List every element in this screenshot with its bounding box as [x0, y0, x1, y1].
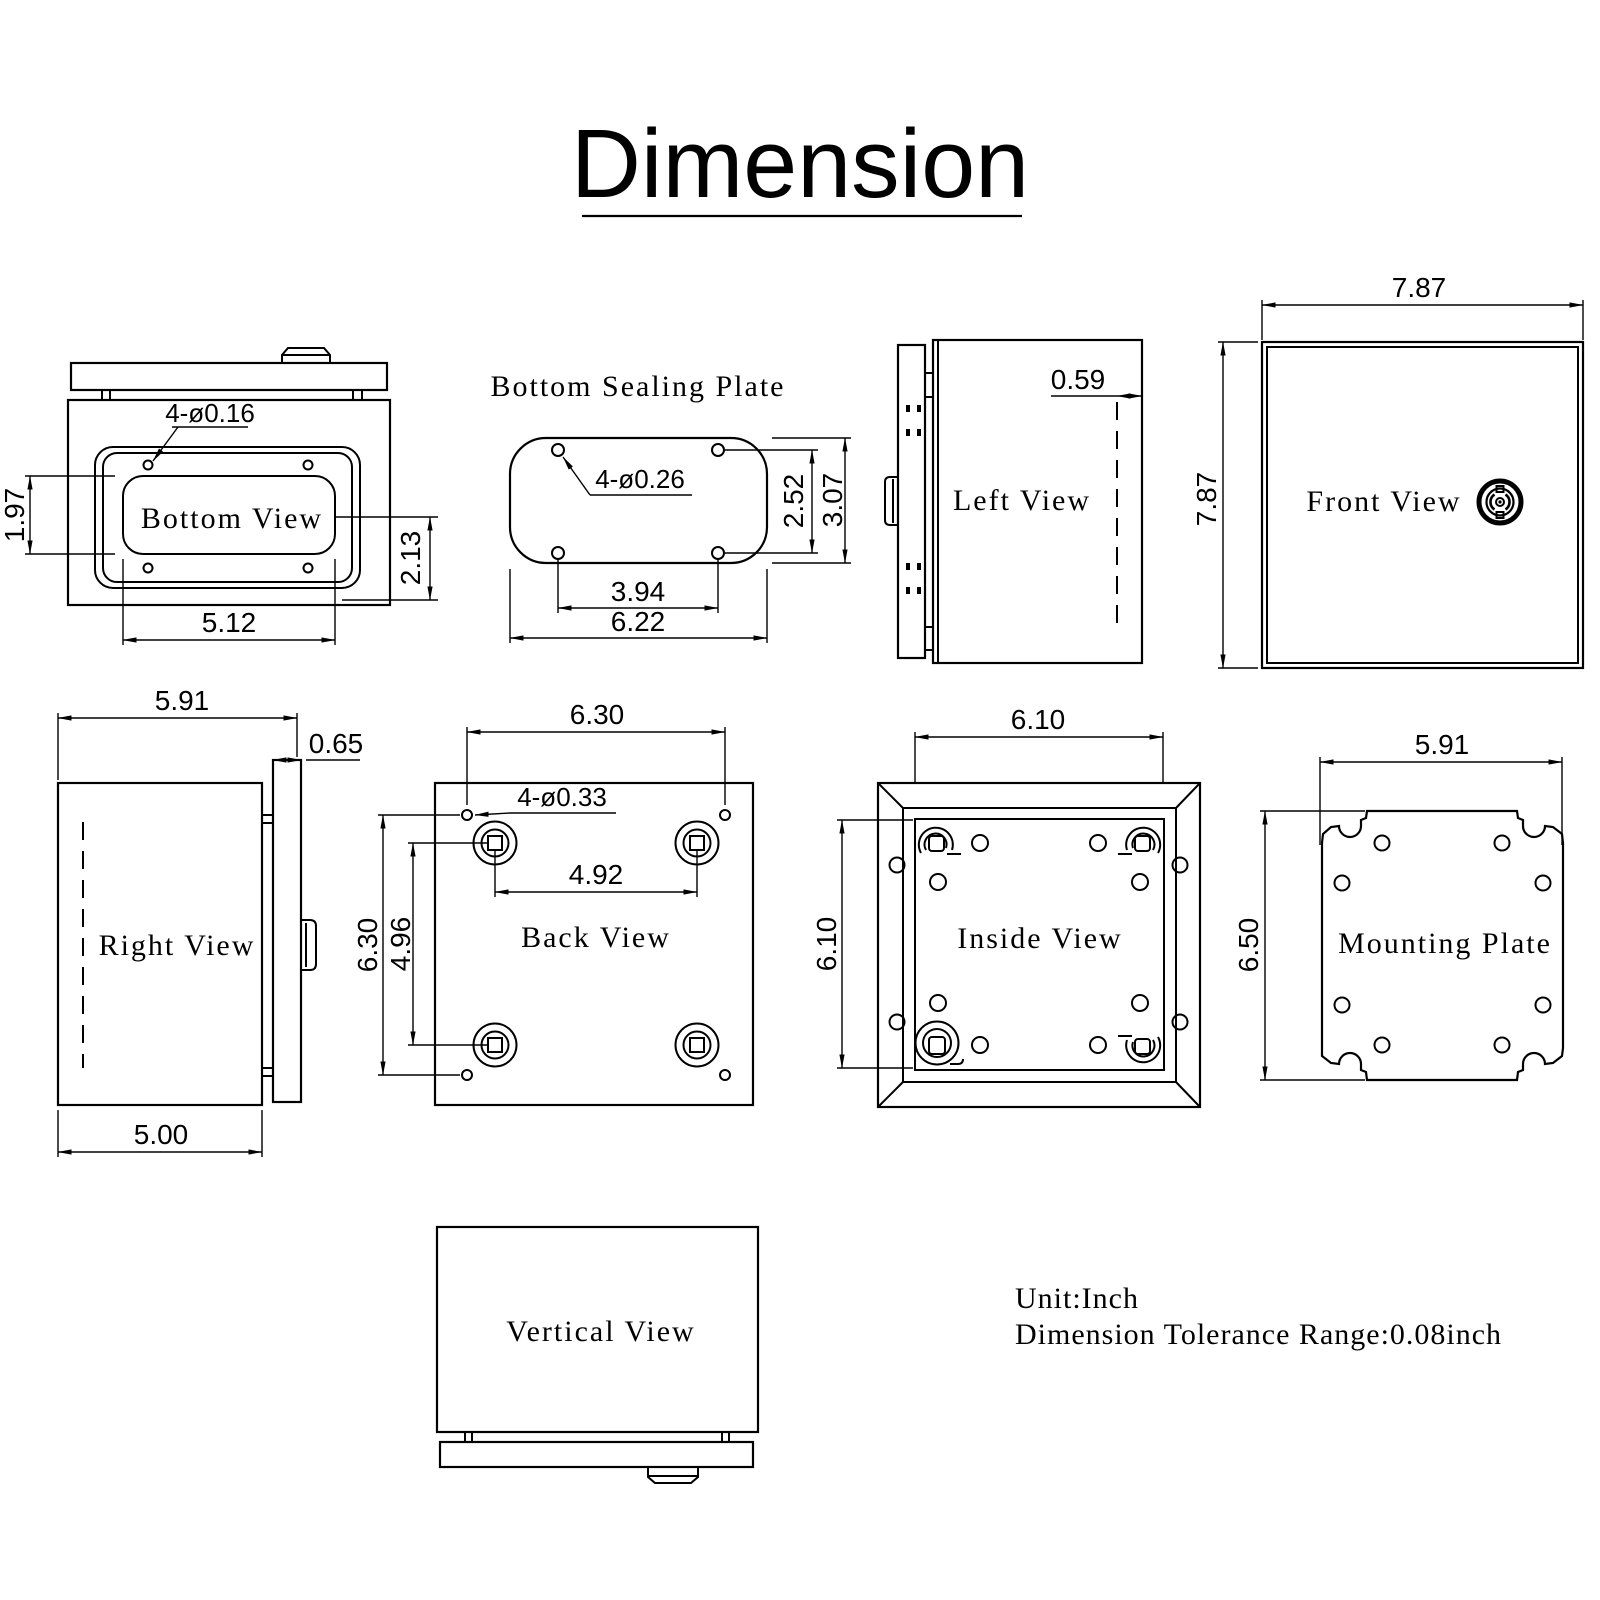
dim-height: 6.10: [811, 917, 842, 972]
drawing-notes: Unit:Inch Dimension Tolerance Range:0.08…: [1015, 1282, 1502, 1351]
plate-hole: [1534, 874, 1552, 892]
inner-hole: [1131, 994, 1149, 1012]
view-label: Vertical View: [506, 1315, 695, 1348]
view-label: Bottom Sealing Plate: [491, 370, 786, 403]
dim-boss-spacing-v: 4.96: [385, 917, 416, 972]
hinge-mark: [906, 405, 910, 412]
frame-hole: [1171, 856, 1189, 874]
dim-lid-depth: 0.59: [1051, 364, 1106, 395]
screw-hole: [142, 459, 154, 471]
bottom-sealing-plate: Bottom Sealing Plate 4-ø0.26 2.52 3.07 3…: [491, 370, 851, 643]
screw-hole: [302, 459, 314, 471]
mount-hole: [461, 809, 473, 821]
dim-door: 0.65: [309, 728, 364, 759]
dim-height-right: 2.13: [395, 531, 426, 586]
dim-hole-spacing-v: 2.52: [778, 474, 809, 529]
lid-bar: [438, 1440, 755, 1469]
dim-width-body: 5.00: [134, 1119, 189, 1150]
view-label: Inside View: [957, 922, 1122, 955]
plate-hole: [1373, 834, 1391, 852]
plate-outline: [1320, 809, 1565, 1082]
hinge-mark: [917, 563, 921, 570]
hinge-mark: [906, 563, 910, 570]
vertical-view: Vertical View: [435, 1225, 760, 1484]
plate-hole: [1373, 1036, 1391, 1054]
hole-callout: 4-ø0.26: [595, 464, 685, 494]
view-label: Right View: [99, 929, 256, 962]
screw-boss: [472, 820, 720, 1068]
right-view: 5.91 0.65 Right View 5.00: [56, 685, 364, 1157]
plate-hole: [1333, 996, 1351, 1014]
screw-hole: [142, 562, 154, 574]
frame-hole: [888, 1013, 906, 1031]
plate-hole: [1333, 874, 1351, 892]
screw-hole: [711, 546, 725, 560]
hinge-mark: [906, 587, 910, 594]
plate-hole: [1493, 834, 1511, 852]
dim-height: 6.50: [1233, 918, 1264, 973]
hinge-mark: [906, 429, 910, 436]
hinge-mark: [917, 587, 921, 594]
dim-height-inner: 1.97: [0, 488, 30, 543]
view-label: Left View: [953, 484, 1091, 517]
inside-view: 6.10 6.10 Inside View: [811, 704, 1202, 1109]
dim-width: 5.91: [1415, 729, 1470, 760]
view-label: Back View: [521, 921, 671, 954]
back-view: 4-ø0.33 6.30 4.92 6.30 4.96 Back View: [352, 699, 755, 1107]
hole-callout: 4-ø0.16: [165, 398, 255, 428]
door-strip: [271, 758, 303, 1104]
mount-hole: [461, 1069, 473, 1081]
inner-hole: [1131, 873, 1149, 891]
dim-width: 7.87: [1392, 272, 1447, 303]
front-view: 7.87 7.87 Front View: [1191, 272, 1585, 670]
inner-hole: [929, 873, 947, 891]
unit-note: Unit:Inch: [1015, 1282, 1139, 1315]
dim-hole-spacing-h: 3.94: [611, 576, 666, 607]
corner-bracket: [917, 826, 1162, 1064]
sheet-title: Dimension: [571, 109, 1029, 218]
bottom-view: 4-ø0.16 1.97 2.13 5.12 Bottom View: [0, 347, 438, 645]
dim-hole-spacing-h: 6.30: [570, 699, 625, 730]
view-label: Bottom View: [141, 502, 323, 535]
screw-hole: [302, 562, 314, 574]
screw-hole: [551, 443, 565, 457]
latch-handle: [884, 476, 898, 526]
hole-callout: 4-ø0.33: [517, 782, 607, 812]
dim-width: 6.10: [1011, 704, 1066, 735]
view-label: Mounting Plate: [1338, 927, 1552, 960]
plate-hole: [1534, 996, 1552, 1014]
screw-hole: [551, 546, 565, 560]
hinge-strip: [896, 343, 927, 660]
tolerance-note: Dimension Tolerance Range:0.08inch: [1015, 1318, 1502, 1351]
hinge-mark: [917, 429, 921, 436]
plate-hole: [1493, 1036, 1511, 1054]
inner-hole: [971, 834, 989, 852]
dim-height: 7.87: [1191, 472, 1222, 527]
inner-hole: [1089, 1036, 1107, 1054]
inner-hole: [1089, 834, 1107, 852]
mount-hole: [719, 1069, 731, 1081]
dim-hole-spacing-v: 6.30: [352, 918, 383, 973]
view-label: Front View: [1306, 485, 1461, 518]
dim-boss-spacing-h: 4.92: [569, 859, 624, 890]
lock-icon: [1476, 478, 1524, 526]
hinge-mark: [917, 405, 921, 412]
left-view: 0.59 Left View: [884, 338, 1144, 665]
grommet: [914, 1020, 964, 1066]
dim-width-total: 5.91: [155, 685, 210, 716]
mounting-plate: 5.91 6.50 Mounting Plate: [1233, 729, 1565, 1082]
inner-hole: [929, 994, 947, 1012]
screw-hole: [711, 443, 725, 457]
inner-hole: [971, 1036, 989, 1054]
dim-height: 3.07: [817, 473, 848, 528]
dim-width: 6.22: [611, 606, 666, 637]
dim-width: 5.12: [202, 607, 257, 638]
frame-hole: [1171, 1013, 1189, 1031]
frame-hole: [888, 856, 906, 874]
page-title: Dimension: [571, 109, 1029, 218]
latch-handle: [301, 919, 317, 971]
latch-bump: [281, 347, 331, 363]
mount-hole: [719, 809, 731, 821]
